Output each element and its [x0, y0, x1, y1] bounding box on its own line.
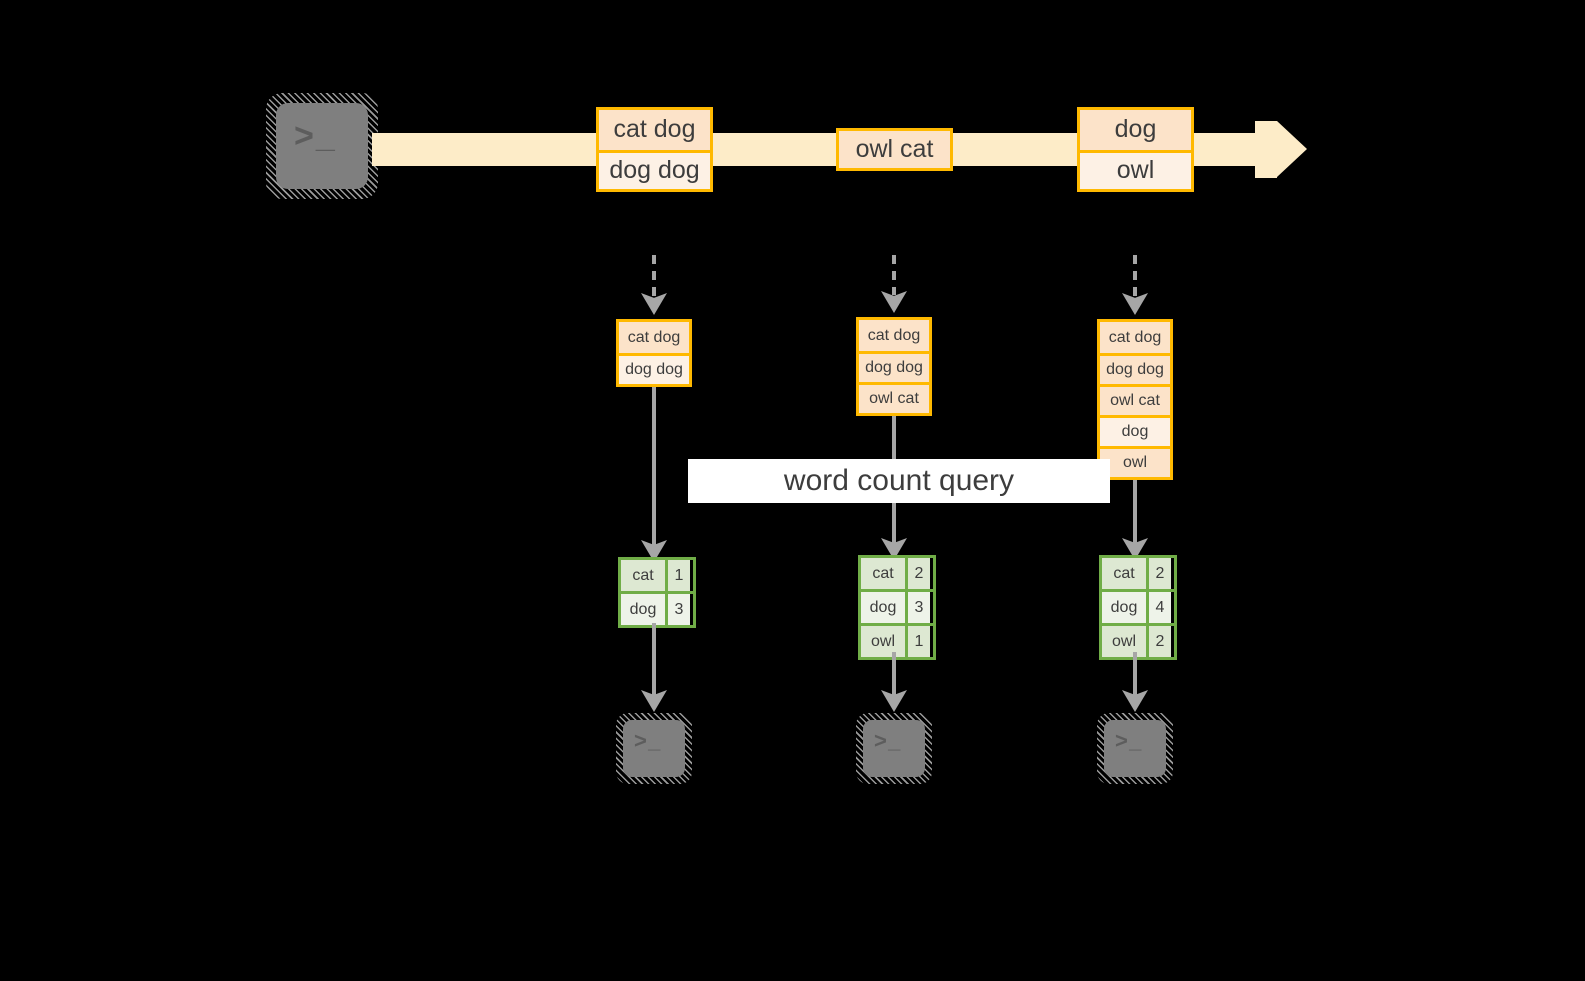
- stream-event-cell: owl: [1080, 149, 1191, 189]
- buffer-cell: cat dog: [859, 320, 929, 351]
- stream-event-cell: owl cat: [839, 131, 950, 168]
- stream-event-group-2: owl cat: [836, 128, 953, 171]
- snapshot-3-output-arrow-line: [1133, 652, 1137, 701]
- word-count-query-banner: word count query: [688, 459, 1110, 503]
- table-row: cat 1: [621, 560, 693, 591]
- terminal-body: [623, 720, 685, 777]
- event-stream-arrowhead: [1277, 121, 1307, 177]
- result-word: dog: [1102, 592, 1146, 623]
- snapshot-2-dashed-connector: [892, 255, 896, 295]
- stream-event-group-1: cat dog dog dog: [596, 107, 713, 192]
- result-word: owl: [861, 626, 905, 657]
- stream-event-group-3: dog owl: [1077, 107, 1194, 192]
- table-row: dog 3: [861, 589, 933, 623]
- table-row: dog 4: [1102, 589, 1174, 623]
- stream-event-cell: cat dog: [599, 110, 710, 150]
- snapshot-1-output-arrow-line: [652, 623, 656, 701]
- snapshot-2-input-buffer: cat dog dog dog owl cat: [856, 317, 932, 416]
- result-word: owl: [1102, 626, 1146, 657]
- result-count: 1: [905, 626, 930, 657]
- terminal-prompt-glyph: >_: [874, 728, 902, 753]
- terminal-prompt-glyph: >_: [634, 728, 662, 753]
- result-count: 3: [905, 592, 930, 623]
- result-word: cat: [861, 558, 905, 589]
- buffer-cell: owl cat: [1100, 384, 1170, 415]
- buffer-cell: owl: [1100, 446, 1170, 477]
- snapshot-1-query-arrow-line: [652, 387, 656, 553]
- result-count: 1: [665, 560, 690, 591]
- buffer-cell: dog: [1100, 415, 1170, 446]
- buffer-cell: cat dog: [619, 322, 689, 353]
- buffer-cell: cat dog: [1100, 322, 1170, 353]
- result-count: 2: [1146, 626, 1171, 657]
- snapshot-3-result-table: cat 2 dog 4 owl 2: [1099, 555, 1177, 660]
- result-count: 2: [1146, 558, 1171, 589]
- snapshot-2-consumer-terminal-icon: >_: [856, 713, 932, 784]
- table-row: cat 2: [861, 558, 933, 589]
- snapshot-3-input-buffer: cat dog dog dog owl cat dog owl: [1097, 319, 1173, 480]
- snapshot-2-result-table: cat 2 dog 3 owl 1: [858, 555, 936, 660]
- terminal-body: [863, 720, 925, 777]
- result-count: 2: [905, 558, 930, 589]
- stream-event-cell: dog dog: [599, 149, 710, 189]
- result-word: dog: [861, 592, 905, 623]
- snapshot-3-query-arrow-line: [1133, 480, 1137, 551]
- terminal-body: [276, 103, 368, 189]
- snapshot-3-dashed-connector: [1133, 255, 1137, 297]
- table-row: cat 2: [1102, 558, 1174, 589]
- result-word: cat: [621, 560, 665, 591]
- table-row: dog 3: [621, 591, 693, 625]
- producer-terminal-icon: >_: [266, 93, 378, 199]
- terminal-prompt-glyph: >_: [294, 117, 337, 155]
- event-stream-arrow-shaft-wide: [1255, 121, 1277, 178]
- table-row: owl 2: [1102, 623, 1174, 657]
- result-word: dog: [621, 594, 665, 625]
- result-count: 4: [1146, 592, 1171, 623]
- snapshot-3-consumer-terminal-icon: >_: [1097, 713, 1173, 784]
- buffer-cell: dog dog: [859, 351, 929, 382]
- snapshot-2-output-arrow-line: [892, 652, 896, 701]
- result-count: 3: [665, 594, 690, 625]
- buffer-cell: dog dog: [619, 353, 689, 384]
- snapshot-1-consumer-terminal-icon: >_: [616, 713, 692, 784]
- buffer-cell: owl cat: [859, 382, 929, 413]
- snapshot-1-result-table: cat 1 dog 3: [618, 557, 696, 628]
- result-word: cat: [1102, 558, 1146, 589]
- word-count-query-label: word count query: [783, 464, 1015, 497]
- stream-event-cell: dog: [1080, 110, 1191, 150]
- terminal-body: [1104, 720, 1166, 777]
- snapshot-1-input-buffer: cat dog dog dog: [616, 319, 692, 387]
- buffer-cell: dog dog: [1100, 353, 1170, 384]
- table-row: owl 1: [861, 623, 933, 657]
- snapshot-1-dashed-connector: [652, 255, 656, 297]
- terminal-prompt-glyph: >_: [1115, 728, 1143, 753]
